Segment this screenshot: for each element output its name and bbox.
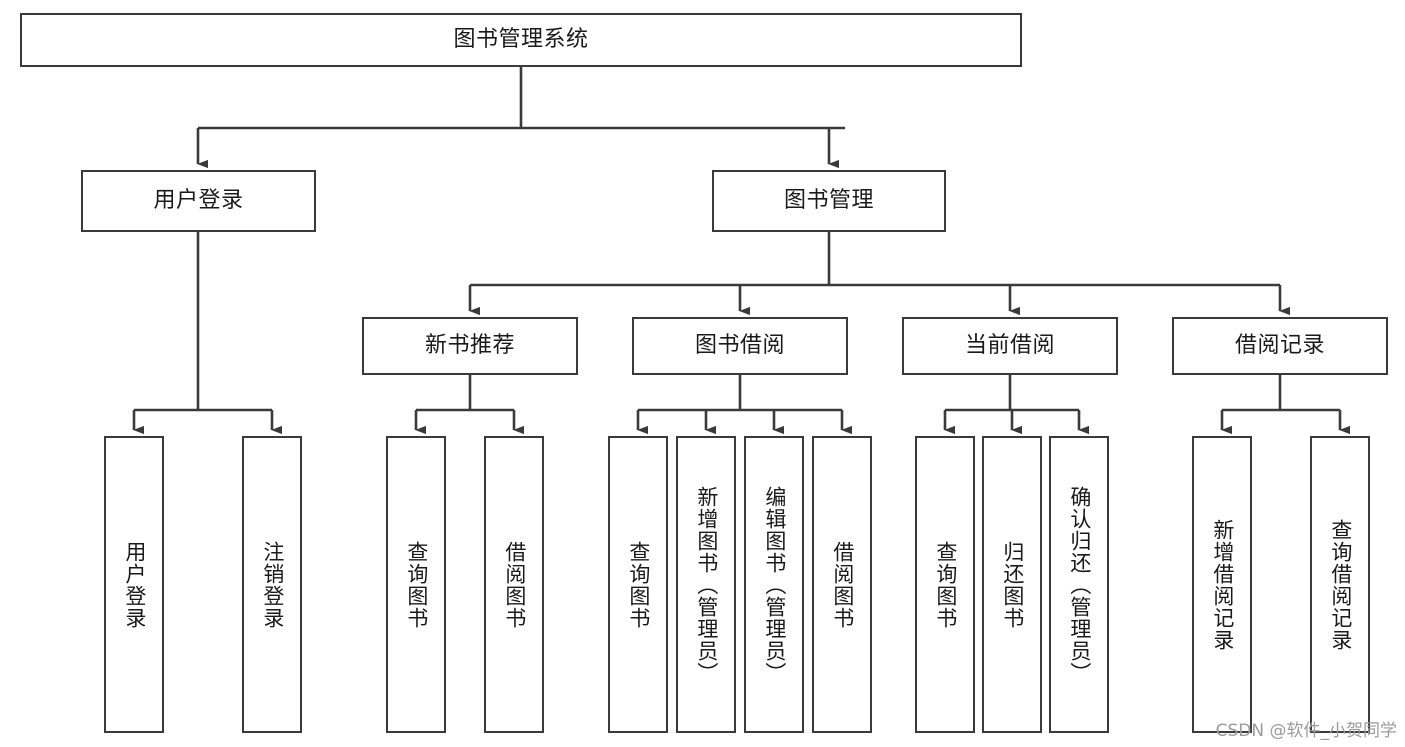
leaf-record-query-borrow-record[interactable]: 查询借阅记录 xyxy=(1310,436,1370,733)
leaf-label: 查询借阅记录 xyxy=(1328,518,1353,651)
leaf-record-add-borrow-record[interactable]: 新增借阅记录 xyxy=(1192,436,1252,733)
node-label: 图书管理 xyxy=(783,187,874,213)
leaf-label: 借阅图书 xyxy=(830,540,855,629)
node-label: 新书推荐 xyxy=(424,332,515,358)
leaf-label: 编辑图书（管理员） xyxy=(762,485,787,684)
node-new-book-recommend[interactable]: 新书推荐 xyxy=(362,317,578,375)
node-label: 图书管理系统 xyxy=(453,26,589,52)
node-label: 用户登录 xyxy=(153,187,244,213)
node-label: 当前借阅 xyxy=(964,332,1055,358)
leaf-label: 查询图书 xyxy=(933,540,958,629)
leaf-current-return-book[interactable]: 归还图书 xyxy=(982,436,1042,733)
node-book-manage[interactable]: 图书管理 xyxy=(712,170,946,232)
leaf-label: 用户登录 xyxy=(122,540,147,629)
node-borrow-record[interactable]: 借阅记录 xyxy=(1172,317,1388,375)
leaf-user-login-action[interactable]: 用户登录 xyxy=(104,436,164,733)
leaf-label: 查询图书 xyxy=(404,540,429,629)
node-label: 借阅记录 xyxy=(1234,332,1325,358)
leaf-label: 新增借阅记录 xyxy=(1210,518,1235,651)
leaf-label: 归还图书 xyxy=(1000,540,1025,629)
leaf-borrow-borrow-book[interactable]: 借阅图书 xyxy=(812,436,872,733)
leaf-label: 查询图书 xyxy=(626,540,651,629)
leaf-current-query-book[interactable]: 查询图书 xyxy=(915,436,975,733)
leaf-borrow-edit-book-admin[interactable]: 编辑图书（管理员） xyxy=(744,436,804,733)
node-current-borrow[interactable]: 当前借阅 xyxy=(902,317,1118,375)
watermark-text: CSDN @软件_小贺同学 xyxy=(1215,721,1397,741)
leaf-borrow-add-book-admin[interactable]: 新增图书（管理员） xyxy=(676,436,736,733)
node-label: 图书借阅 xyxy=(694,332,785,358)
leaf-borrow-query-book[interactable]: 查询图书 xyxy=(608,436,668,733)
node-root-system[interactable]: 图书管理系统 xyxy=(20,13,1022,67)
leaf-label: 注销登录 xyxy=(260,540,285,629)
leaf-recommend-query-book[interactable]: 查询图书 xyxy=(386,436,446,733)
leaf-current-confirm-return-admin[interactable]: 确认归还（管理员） xyxy=(1049,436,1109,733)
leaf-label: 新增图书（管理员） xyxy=(694,485,719,684)
leaf-label: 确认归还（管理员） xyxy=(1067,485,1092,684)
leaf-recommend-borrow-book[interactable]: 借阅图书 xyxy=(484,436,544,733)
leaf-label: 借阅图书 xyxy=(502,540,527,629)
node-user-login[interactable]: 用户登录 xyxy=(81,170,316,232)
node-book-borrow[interactable]: 图书借阅 xyxy=(632,317,848,375)
leaf-logout-action[interactable]: 注销登录 xyxy=(242,436,302,733)
